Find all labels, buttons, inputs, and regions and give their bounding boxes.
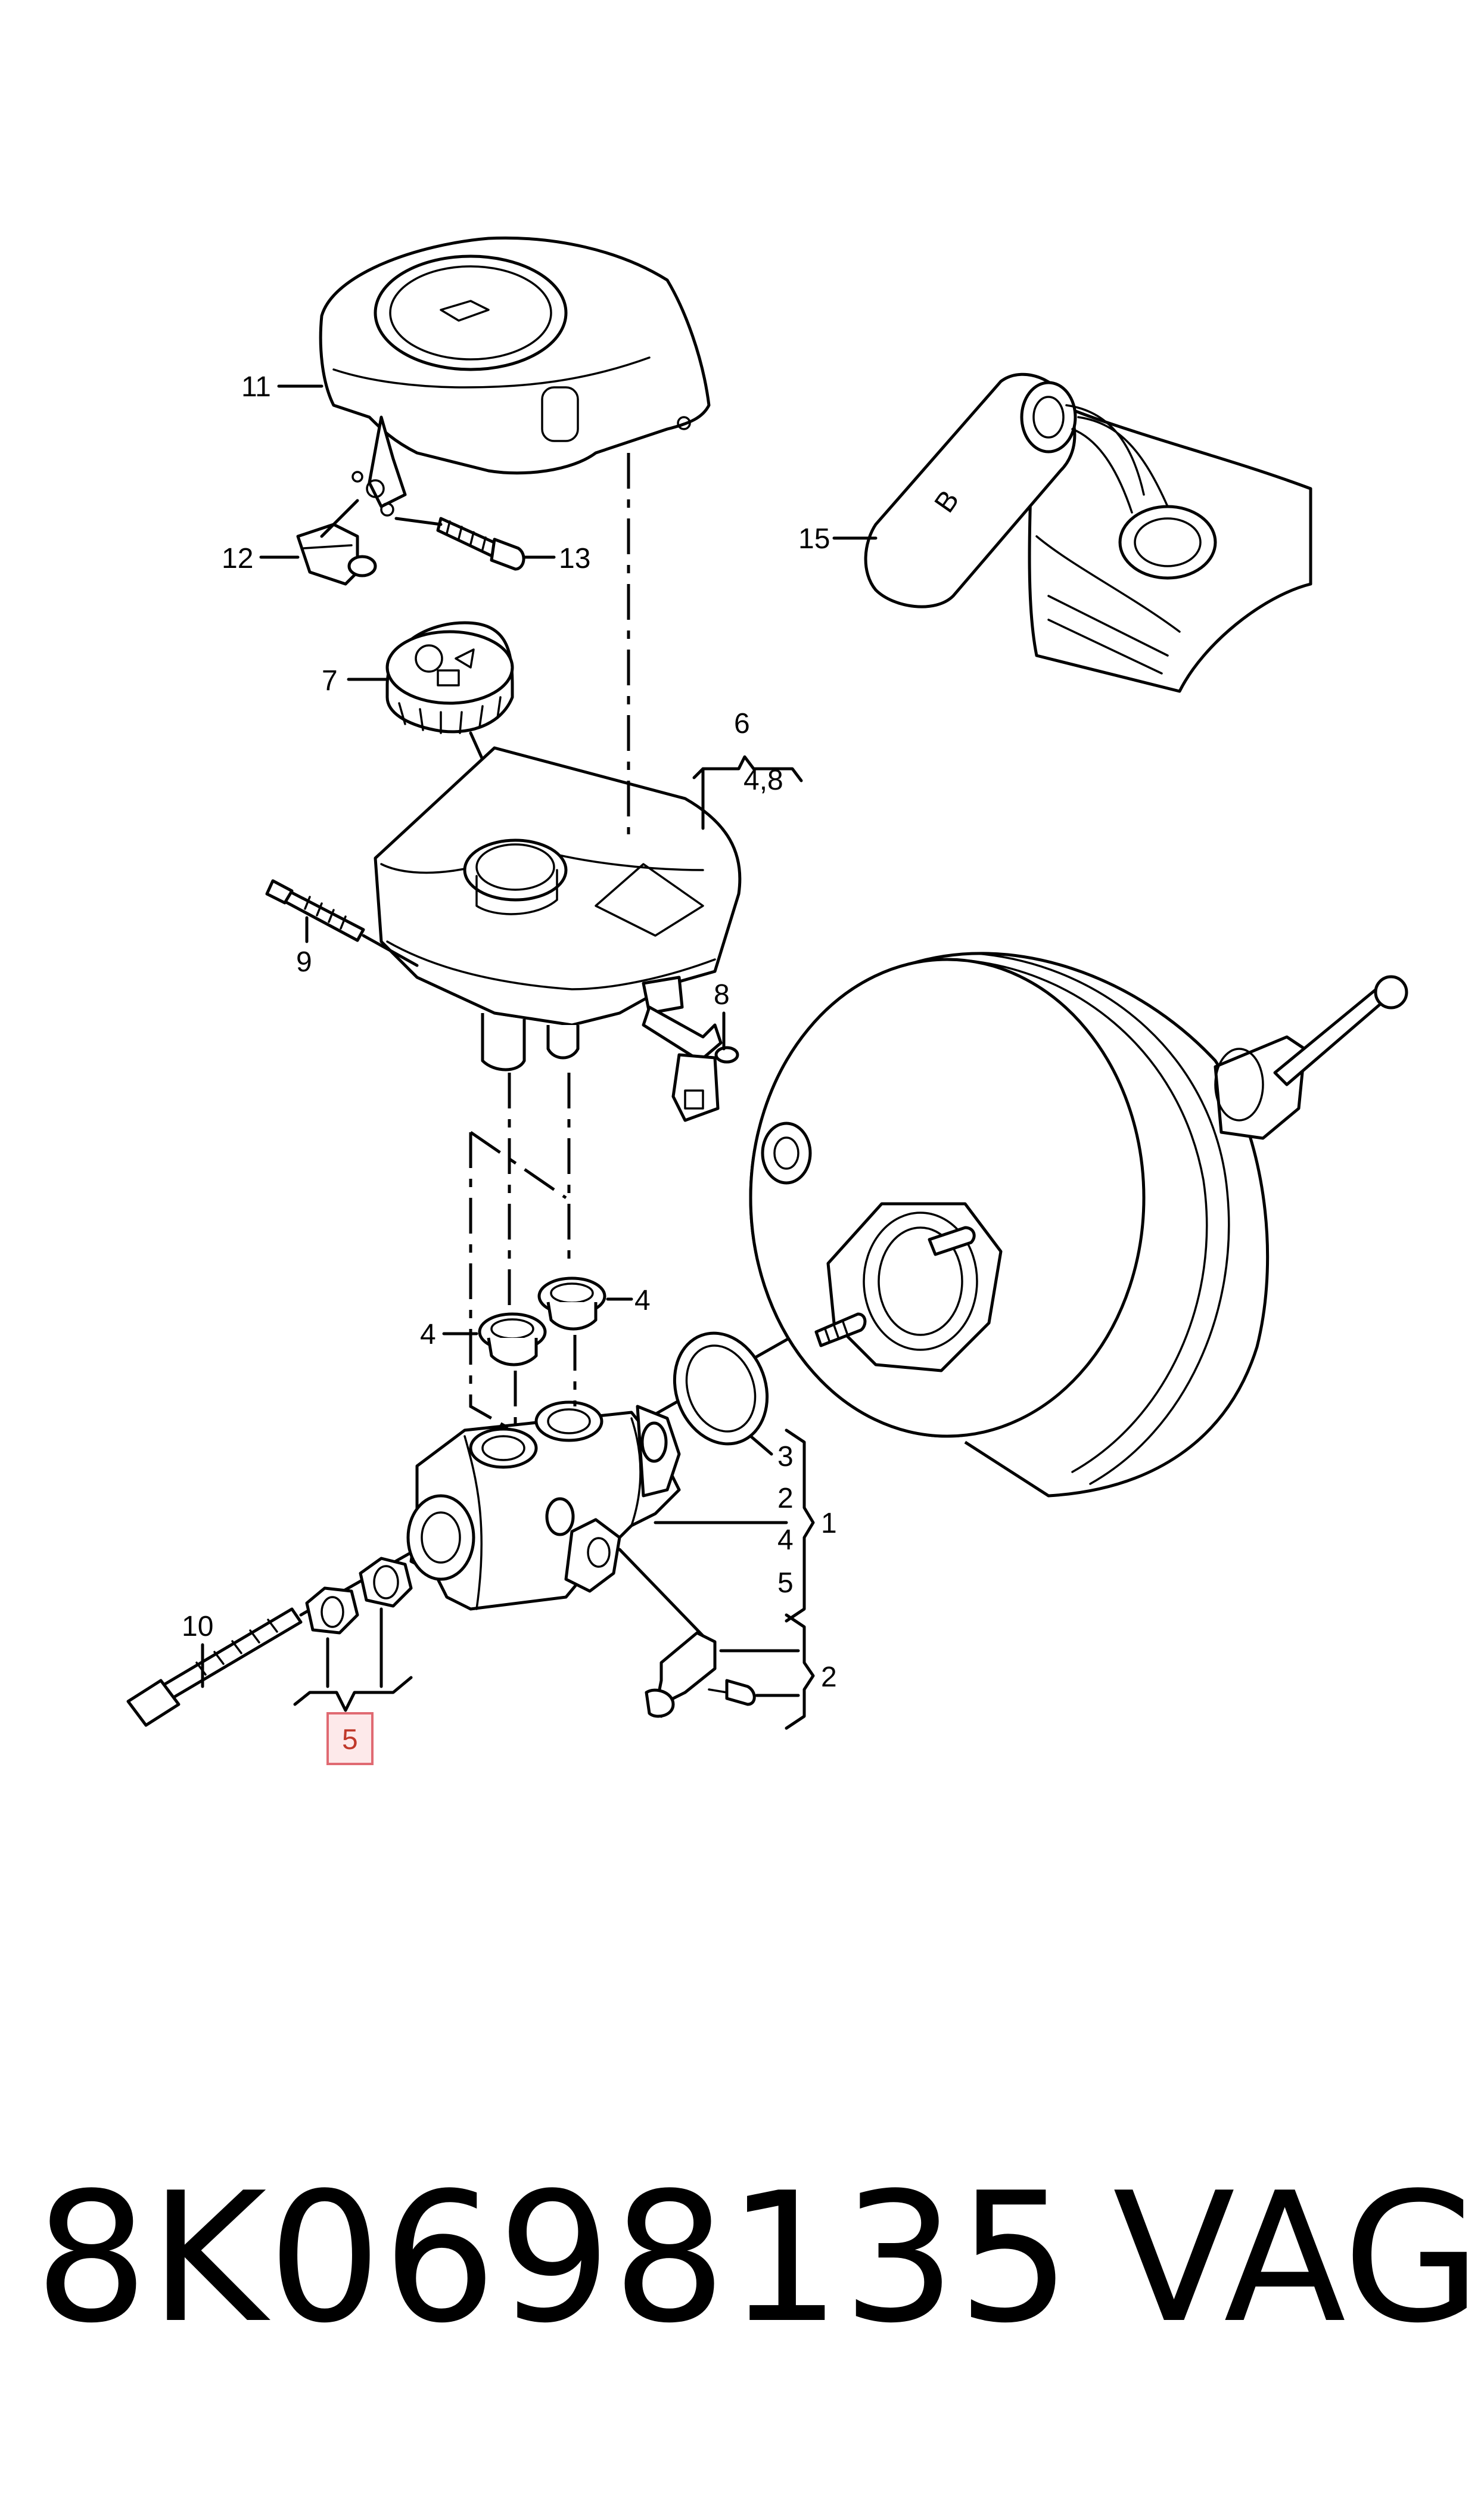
- callout-15: 15: [798, 523, 830, 555]
- leader-3: [749, 1434, 773, 1456]
- callout-4c: 4: [777, 1524, 794, 1556]
- bracket-5: [293, 1607, 413, 1712]
- long-bolt-part-10: [126, 1607, 303, 1727]
- o-ring-part-3: [673, 1331, 769, 1446]
- brake-booster-part: [749, 952, 1408, 1498]
- bracket-6: [701, 755, 803, 782]
- callout-2b: 2: [821, 1661, 837, 1693]
- callout-10: 10: [182, 1611, 213, 1642]
- master-cylinder-part: [406, 1400, 681, 1611]
- reservoir-cap-part-7: [385, 621, 514, 734]
- callout-3: 3: [777, 1441, 794, 1473]
- highlight-box-5: [326, 1712, 374, 1765]
- callout-4-8: 4,8: [743, 765, 783, 796]
- bolt-part-9: [265, 879, 365, 942]
- callout-4a: 4: [420, 1319, 436, 1350]
- reservoir-cover-part: [319, 236, 711, 517]
- callout-11: 11: [241, 371, 271, 403]
- callout-12: 12: [222, 543, 253, 574]
- callout-5b: 5: [777, 1567, 794, 1599]
- callout-7: 7: [322, 665, 338, 697]
- grommet-part-4a: [478, 1312, 547, 1366]
- grommet-part-4b: [537, 1276, 606, 1331]
- pressure-sensor-part-2: [645, 1631, 756, 1718]
- brand-label: VAG: [1113, 2154, 1482, 2362]
- callout-4b: 4: [634, 1285, 651, 1316]
- level-sensor-part-8: [642, 1005, 739, 1122]
- screw-part-13: [436, 517, 525, 571]
- callout-13: 13: [559, 543, 590, 574]
- bracket-1: [785, 1428, 815, 1623]
- callout-5-highlighted: 5: [342, 1724, 358, 1756]
- brake-fluid-reservoir-part: [374, 746, 742, 1071]
- callout-8: 8: [714, 979, 730, 1011]
- callout-1: 1: [821, 1508, 837, 1539]
- callout-2a: 2: [777, 1483, 794, 1514]
- part-number-label: 8K0698135: [35, 2154, 1072, 2362]
- clip-part: [296, 523, 377, 586]
- callout-9: 9: [296, 946, 312, 978]
- assembly-center-lines: [469, 453, 630, 1432]
- nuts-part-5: [305, 1557, 413, 1635]
- callout-6: 6: [734, 708, 750, 740]
- bracket-2b: [785, 1613, 815, 1730]
- filler-cap-part-15: B: [864, 372, 1312, 693]
